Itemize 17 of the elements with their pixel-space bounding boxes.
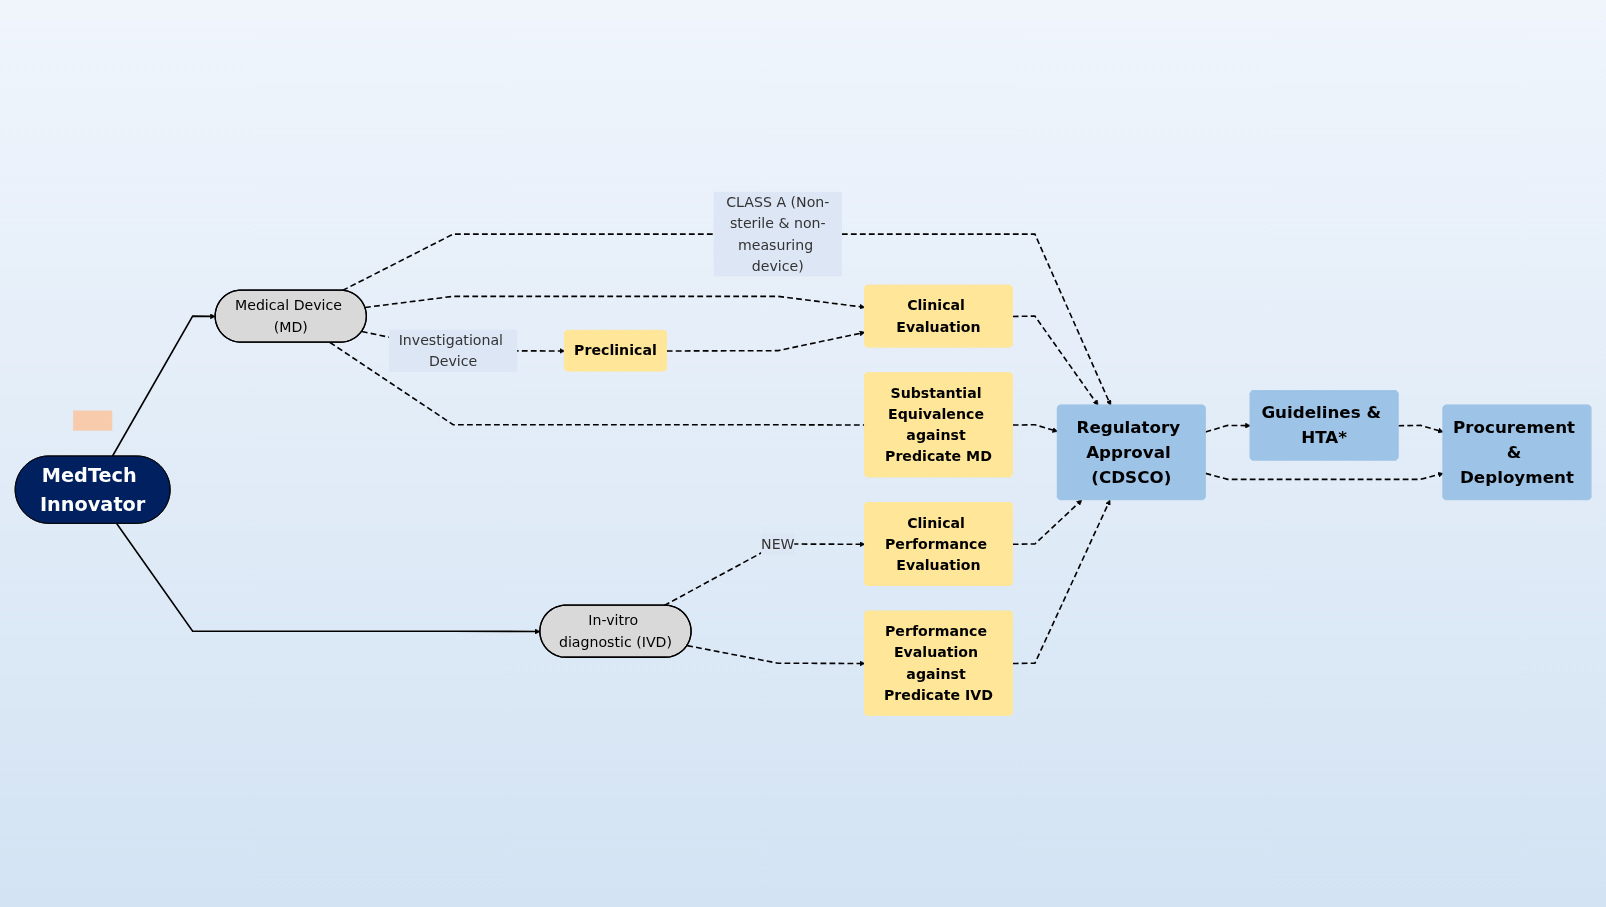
arrow: [1204, 471, 1444, 481]
arrow: [1397, 424, 1444, 434]
arrow: [116, 522, 541, 635]
arrow: [1011, 499, 1111, 665]
arrow: [1204, 422, 1251, 433]
edge-label: Investigational Device: [398, 332, 504, 370]
connector: [329, 341, 866, 426]
arrow: [364, 295, 866, 310]
edge-label: CLASS A (Non-sterile & non-measuring device): [726, 194, 830, 275]
arrow: [665, 330, 866, 352]
edge-label: NEW: [761, 535, 795, 552]
arrow: [663, 541, 866, 607]
arrow: [341, 233, 1112, 406]
node-box: [73, 410, 113, 431]
arrow: [1011, 499, 1083, 546]
arrow: [1011, 423, 1058, 433]
arrow: [1011, 315, 1099, 406]
